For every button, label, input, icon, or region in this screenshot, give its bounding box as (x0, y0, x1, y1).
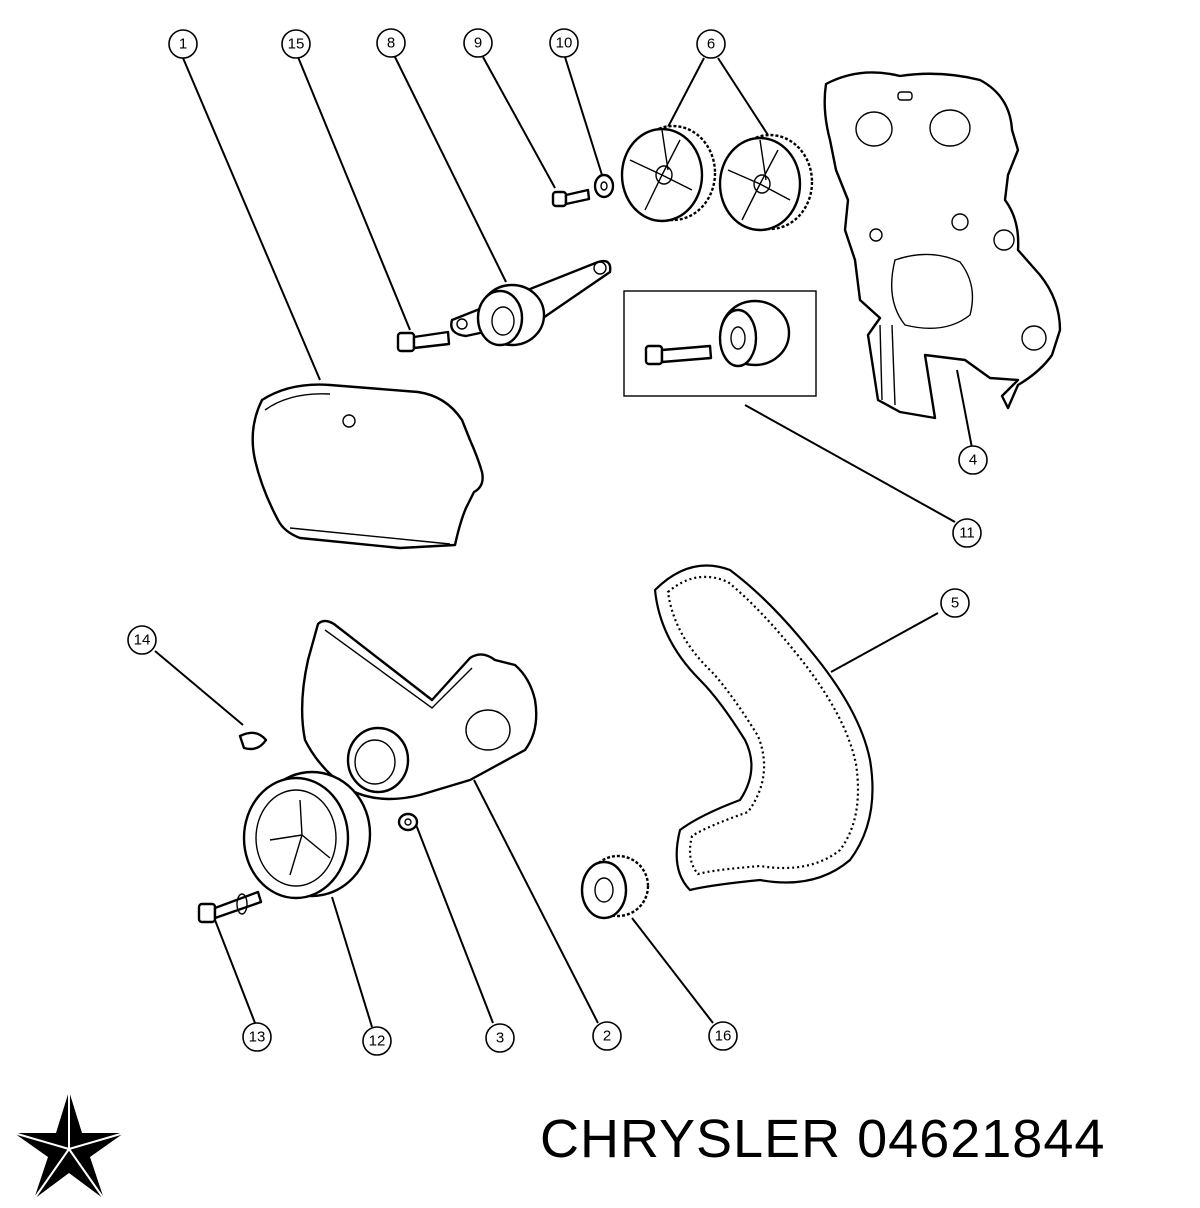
callout-label: 3 (496, 1030, 504, 1047)
callout-label: 5 (951, 595, 959, 612)
washer (593, 173, 615, 199)
callout-2: 2 (592, 1021, 622, 1051)
tensioner-bolt (396, 330, 451, 353)
callout-16: 16 (708, 1021, 738, 1051)
part-number: 04621844 (857, 1109, 1106, 1169)
callout-label: 10 (556, 35, 573, 52)
callout-label: 6 (707, 36, 715, 53)
crankshaft-damper-pulley (242, 770, 372, 900)
pentastar-logo-icon (10, 1085, 128, 1203)
idler-pulley-box (623, 290, 817, 397)
crankshaft-sprocket (580, 854, 650, 920)
callout-label: 14 (134, 632, 151, 649)
callout-14: 14 (127, 625, 157, 655)
callout-10: 10 (549, 28, 579, 58)
callout-11: 11 (952, 518, 982, 548)
rear-timing-backplate (823, 71, 1062, 420)
callout-label: 12 (369, 1033, 386, 1050)
callout-5: 5 (940, 588, 970, 618)
callout-label: 1 (179, 36, 187, 53)
callout-label: 16 (715, 1028, 732, 1045)
damper-bolt (197, 890, 263, 924)
callout-8: 8 (376, 28, 406, 58)
camshaft-sprockets (620, 124, 814, 232)
camshaft-sprocket-bolt (551, 188, 591, 208)
callout-label: 4 (969, 452, 977, 469)
callout-label: 15 (288, 36, 305, 53)
callout-1: 1 (168, 29, 198, 59)
brand-part-number-title: CHRYSLER 04621844 (540, 1108, 1190, 1178)
brand-name: CHRYSLER (540, 1109, 842, 1169)
woodruff-key (238, 731, 268, 751)
cover-bolt (397, 812, 419, 832)
callout-label: 13 (249, 1029, 266, 1046)
callout-label: 8 (387, 35, 395, 52)
timing-belt (653, 564, 874, 892)
leader-lines (154, 56, 973, 1028)
callout-label: 9 (474, 35, 482, 52)
callout-15: 15 (281, 29, 311, 59)
callout-9: 9 (463, 28, 493, 58)
callout-13: 13 (242, 1022, 272, 1052)
upper-timing-cover (251, 383, 484, 550)
belt-tensioner (450, 259, 612, 347)
callout-3: 3 (485, 1023, 515, 1053)
lower-timing-cover (300, 619, 538, 801)
callout-4: 4 (958, 445, 988, 475)
callout-6: 6 (696, 29, 726, 59)
callout-label: 11 (959, 525, 975, 542)
callout-12: 12 (362, 1026, 392, 1056)
callout-label: 2 (603, 1028, 611, 1045)
